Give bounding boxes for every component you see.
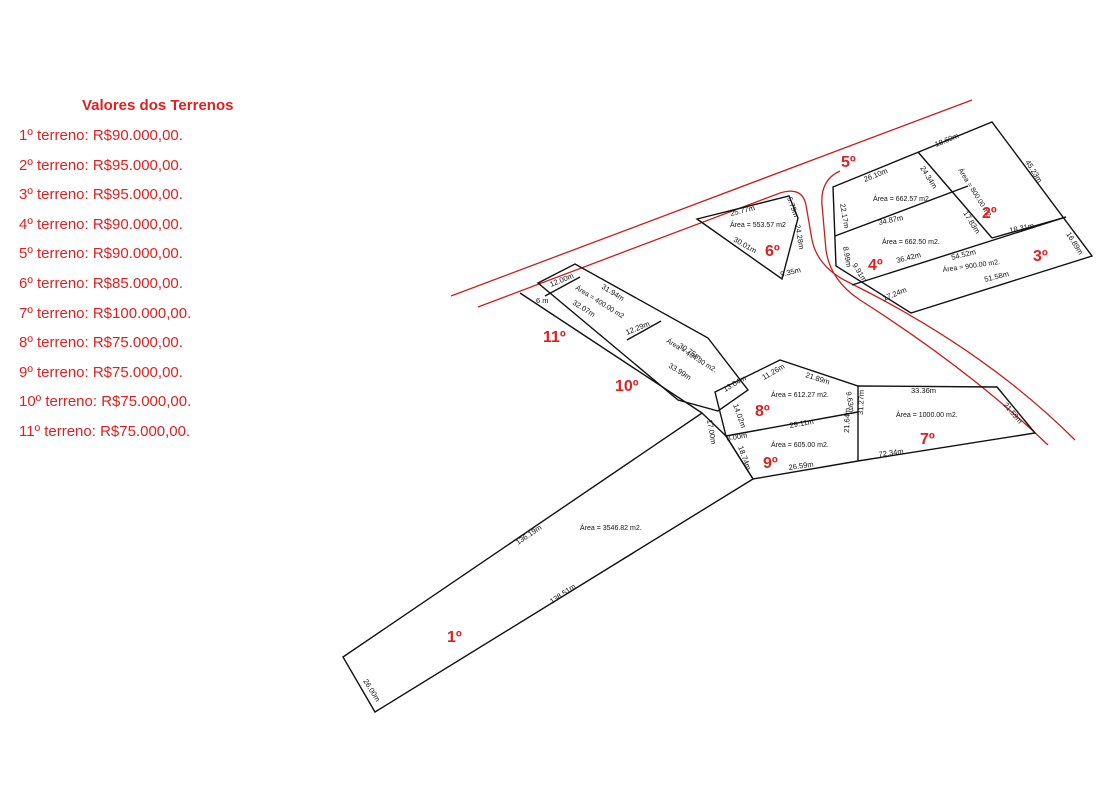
dim-label: 6 m [536,296,549,305]
dim-label: 21.89m [804,370,831,386]
area-label-3: Área = 900.00 m2. [942,257,1001,274]
dim-label: 136.19m [514,523,543,547]
price-list-title: Valores dos Terrenos [82,97,234,114]
price-item-5: 5º terreno: R$90.000,00. [19,245,183,263]
dim-label: 24.28m [793,224,806,250]
lot-1-front [519,292,703,414]
lot-number-8: 8º [755,403,770,420]
road-edge-right [821,170,1049,446]
boundary-11-10 [626,320,662,341]
lot-number-5: 5º [841,154,856,171]
price-item-11: 11º terreno: R$75.000,00. [19,422,191,440]
boundary-11-front [544,276,581,297]
area-labels: Área = 3546.82 m2. Área = 800.00 m2 Área… [574,166,1001,532]
road-edge-lower [477,190,1076,441]
dim-label: 34.87m [878,213,904,227]
price-item-3: 3º terreno: R$95.000,00. [19,186,183,204]
dim-label: 9.35m [779,265,801,279]
area-label-9: Área = 605.00 m2. [771,440,829,449]
area-label-6: Área = 553.57 m2 [730,220,786,229]
dim-label: 9.63m [844,391,856,413]
lot-number-4: 4º [868,257,883,274]
price-item-9: 9º terreno: R$75.000,00. [19,363,183,381]
dim-label: 31.27m [856,390,866,415]
dim-label: 9.91m [850,261,869,283]
dim-label: 51.58m [983,269,1009,284]
dim-label: 138.51m [548,582,577,606]
price-item-4: 4º terreno: R$90.000,00. [19,215,183,233]
boundary-5-4 [834,185,969,237]
dim-label: 17.24m [881,285,908,303]
price-item-10: 10º terreno: R$75.000,00. [19,393,192,411]
dim-label: 33.99m [667,361,693,382]
price-list-panel: Valores dos Terrenos 1º terreno: R$90.00… [0,0,260,460]
lot-boundaries [342,121,1094,713]
dim-label: 17.00m [705,419,718,445]
price-item-2: 2º terreno: R$95.000,00. [19,156,183,174]
lot-number-10: 10º [615,378,639,395]
dim-label: 5.79m [785,196,801,219]
lot-number-6: 6º [765,243,780,260]
dim-label: 14.02m [731,403,748,430]
dim-label: 18.74m [736,445,753,472]
dim-label: 54.52m [950,247,976,262]
lot-number-9: 9º [763,455,778,472]
dim-label: 45.23m [1023,158,1044,184]
dim-label: 24.34m [918,164,939,190]
dim-label: 36.42m [895,250,921,265]
price-item-1: 1º terreno: R$90.000,00. [19,127,183,144]
area-label-8: Área = 612.27 m2. [771,390,829,399]
dim-label: 8.00m [726,430,748,442]
boundary-4-3 [851,216,1067,286]
dim-label: 8.99m [841,246,853,268]
dim-label: 18.60m [933,131,960,149]
dim-label: 26.00m [361,677,382,703]
dim-label: 18.31m [1009,221,1035,235]
area-label-4: Área = 662.50 m2. [882,237,940,246]
lot-number-1: 1º [447,629,462,646]
boundary-8-9 [725,411,859,437]
dim-label: 33.36m [911,386,936,395]
lot-1-outline [342,412,754,713]
price-item-7: 7º terreno: R$100.000,00. [19,304,192,322]
boundary-5-2 [917,151,993,239]
lot-number-labels: 1º 2º 3º 4º 5º 6º 7º 8º 9º 10º 11º [447,154,1048,646]
lot-number-3: 3º [1033,248,1048,265]
price-list: 1º terreno: R$90.000,00. 2º terreno: R$9… [19,126,191,452]
lot-number-7: 7º [920,431,935,448]
area-label-7: Área = 1000.00 m2. [896,410,958,419]
price-item-6: 6º terreno: R$85.000,00. [19,274,183,292]
area-label-5: Área = 662.57 m2. [873,194,931,203]
dimension-labels: 18.60m 26.10m 24.34m 45.23m 22.17m 34.87… [361,131,1085,703]
road-edge-upper [450,99,973,297]
lot-number-2: 2º [982,205,997,222]
dim-label: 21.59m [1001,401,1024,426]
dim-label: 11.26m [761,362,787,382]
dim-label: 26.59m [788,460,814,472]
lot-number-11: 11º [543,329,566,346]
price-item-8: 8º terreno: R$75.000,00. [19,334,183,352]
area-label-1: Área = 3546.82 m2. [580,523,642,532]
lot-6-outline [695,195,799,281]
lot-2-3-4-5-block [832,121,1094,314]
dim-label: 22.17m [838,203,851,229]
lot-11-10-strip [536,263,750,412]
dim-label: 25.77m [729,203,755,218]
dim-label: 29.11m [789,417,815,430]
dim-label: 72.34m [878,447,904,459]
dim-label: 21.64m [842,408,852,433]
dim-label: 26.10m [862,166,889,184]
